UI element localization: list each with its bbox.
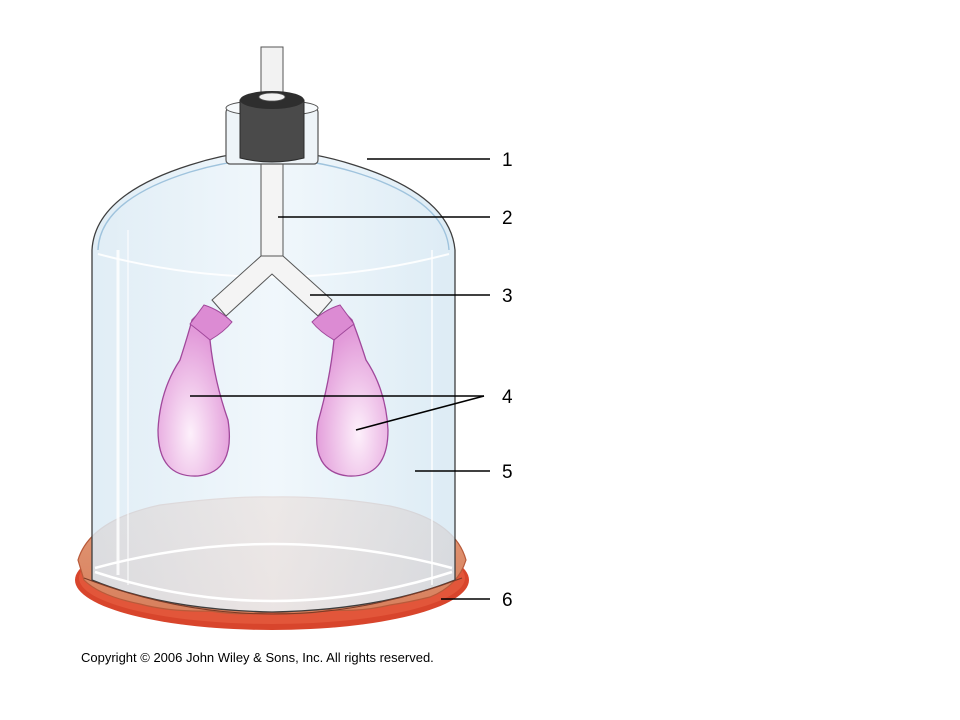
callout-numbers: 1 2 3 4 5 6 [502,150,513,611]
y-tube [211,159,333,317]
right-balloon [311,304,389,477]
copyright-notice: Copyright © 2006 John Wiley & Sons, Inc.… [81,650,434,665]
callout-label-5: 5 [502,462,513,483]
callout-label-3: 3 [502,286,513,307]
callout-line-4b [355,395,485,431]
stopper [225,46,319,165]
callout-label-2: 2 [502,208,513,229]
left-balloon [157,304,233,477]
callout-label-6: 6 [502,590,513,611]
callout-lines [190,158,490,600]
callout-label-4: 4 [502,387,513,408]
bell-jar [83,149,463,615]
callout-label-1: 1 [502,150,513,171]
